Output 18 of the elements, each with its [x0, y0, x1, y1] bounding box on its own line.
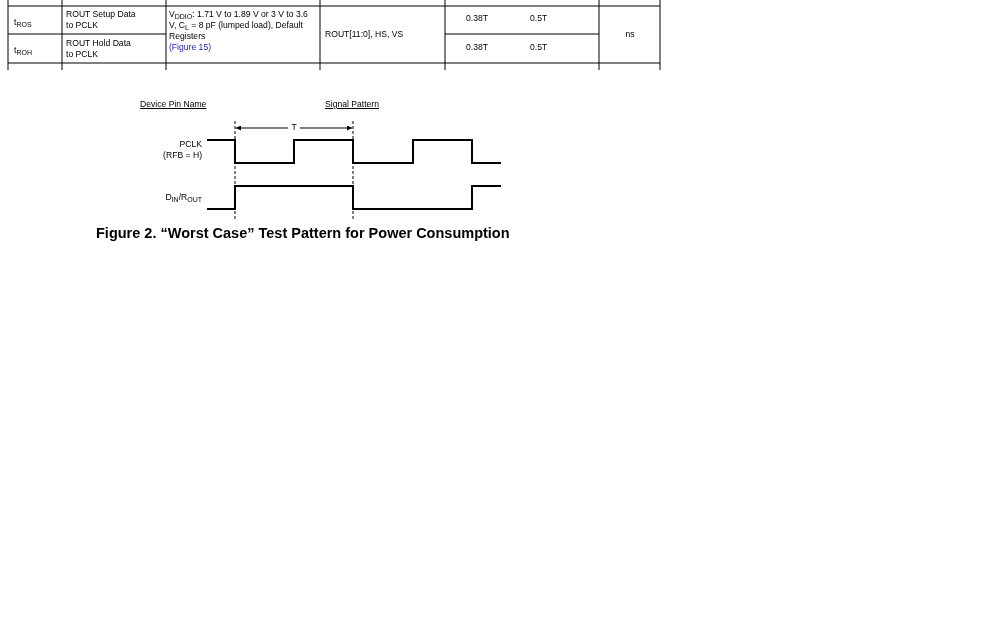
- table-cell-text: 0.38T: [466, 13, 489, 24]
- pin-name: PCLK (RFB = H): [162, 139, 202, 161]
- table-cell-text: 0.5T: [530, 13, 549, 24]
- table-cell-text: ROUT Hold Data to PCLK: [66, 38, 132, 60]
- figure-link: (Figure 15): [169, 42, 213, 53]
- column-header: Signal Pattern: [325, 99, 379, 110]
- pin-name: D$_{IN}$/R$_{OUT}$: [164, 192, 202, 203]
- table-cell-text: t$_{ROH}$: [14, 45, 33, 56]
- table-cell-text: 0.38T: [466, 42, 489, 53]
- table-cell-text: ROUT[11:0], HS, VS: [325, 29, 405, 40]
- column-header: Device Pin Name: [140, 99, 207, 110]
- table-cell-text: ns: [624, 29, 636, 40]
- table-cell-text: ROUT Setup Data to PCLK: [66, 9, 136, 31]
- table-cell-text: V$_{DDIO}$: 1.71 V to 1.89 V or 3 V to 3.6 V, C$_{L}$ = 8 pF (lumped load), Default Registers: [169, 9, 309, 42]
- dimension-label: T: [288, 122, 300, 133]
- figure-caption: Figure 2. “Worst Case” Test Pattern for Power Consumption: [96, 225, 510, 241]
- table-cell-text: t$_{ROS}$: [14, 17, 33, 28]
- table-cell-text: 0.5T: [530, 42, 549, 53]
